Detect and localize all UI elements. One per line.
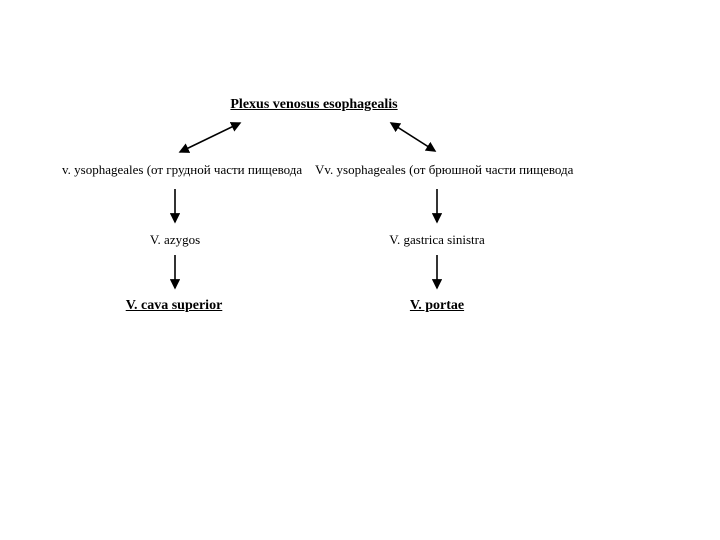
right-branch-source-label: Vv. ysophageales (от брюшной части пищев… xyxy=(315,162,574,177)
diagram-title: Plexus venosus esophagealis xyxy=(230,97,398,112)
right-branch-terminal-label: V. portae xyxy=(409,298,465,313)
right-branch-intermediate-label: V. gastrica sinistra xyxy=(389,232,485,247)
double-arrow-title-to-right-source-icon xyxy=(389,122,437,152)
left-branch-terminal-label: V. cava superior xyxy=(125,298,223,313)
double-arrow-title-to-left-source-icon xyxy=(178,122,242,153)
left-branch-source-label: v. ysophageales (от грудной части пищево… xyxy=(62,162,303,177)
left-branch-intermediate-label: V. azygos xyxy=(149,232,201,247)
